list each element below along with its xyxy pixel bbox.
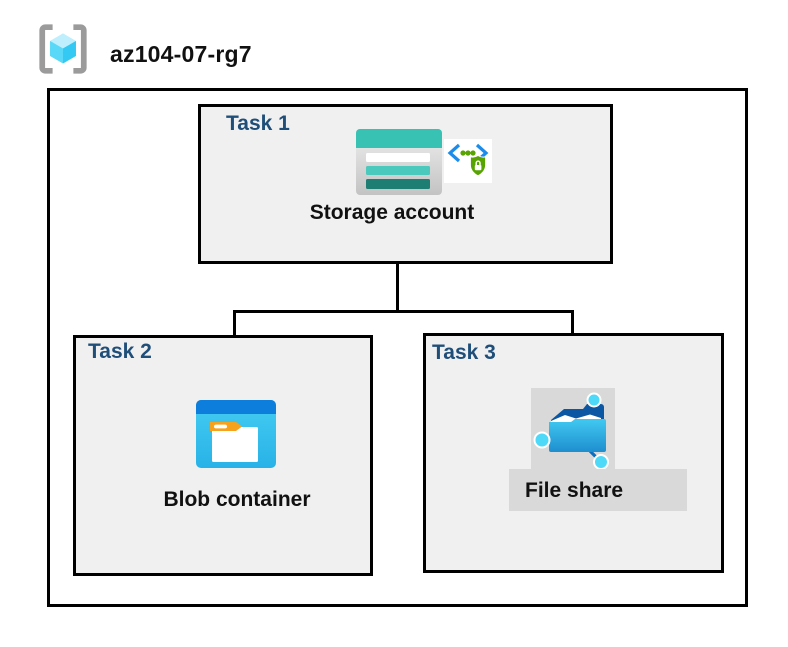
task2-label: Task 2 <box>88 340 152 363</box>
connector-storage-stem <box>396 264 399 313</box>
resource-group-title: az104-07-rg7 <box>110 41 252 67</box>
resource-group-icon <box>39 24 87 74</box>
file-share-label-highlight <box>509 469 687 511</box>
task1-label: Task 1 <box>226 112 290 135</box>
secure-endpoint-icon <box>444 139 492 183</box>
blob-container-label: Blob container <box>163 488 311 511</box>
file-share-icon <box>533 392 609 469</box>
connector-branch-horizontal <box>233 310 574 313</box>
storage-account-label: Storage account <box>309 201 475 224</box>
storage-account-icon <box>356 129 442 195</box>
blob-container-icon <box>196 400 276 468</box>
file-share-label: File share <box>525 479 624 502</box>
task3-label: Task 3 <box>432 341 496 364</box>
